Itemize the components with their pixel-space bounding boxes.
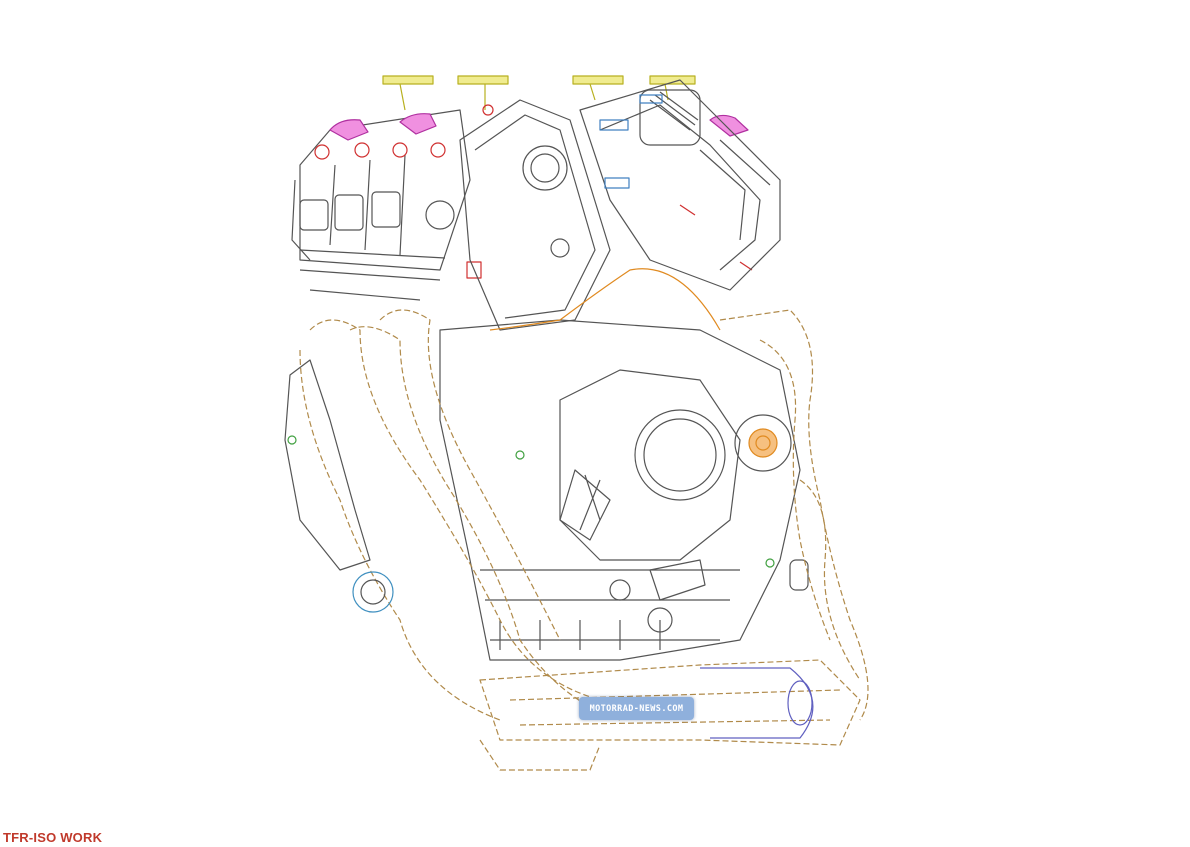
rear-cylinder-bank <box>579 79 781 291</box>
throttle-body-details <box>599 94 663 189</box>
drawing-caption: TFR-ISO WORK <box>3 830 103 845</box>
output-shaft <box>609 414 809 633</box>
exhaust-headers <box>299 309 869 721</box>
front-cylinder-bank <box>291 109 471 301</box>
drain-plugs <box>287 435 775 568</box>
fittings <box>314 104 753 279</box>
watermark-text: MOTORRAD-NEWS.COM <box>589 703 684 714</box>
exhaust-collector <box>479 659 861 771</box>
oil-line <box>489 268 778 458</box>
ignition-coil-caps <box>329 113 749 141</box>
left-case-cover <box>284 359 394 613</box>
generator-cover <box>559 369 741 561</box>
watermark-badge: MOTORRAD-NEWS.COM <box>579 697 694 720</box>
cam-chain-cover <box>459 99 611 331</box>
fuel-injector-rail <box>382 75 696 111</box>
crankcase <box>439 319 801 661</box>
silencer-section <box>700 667 814 739</box>
